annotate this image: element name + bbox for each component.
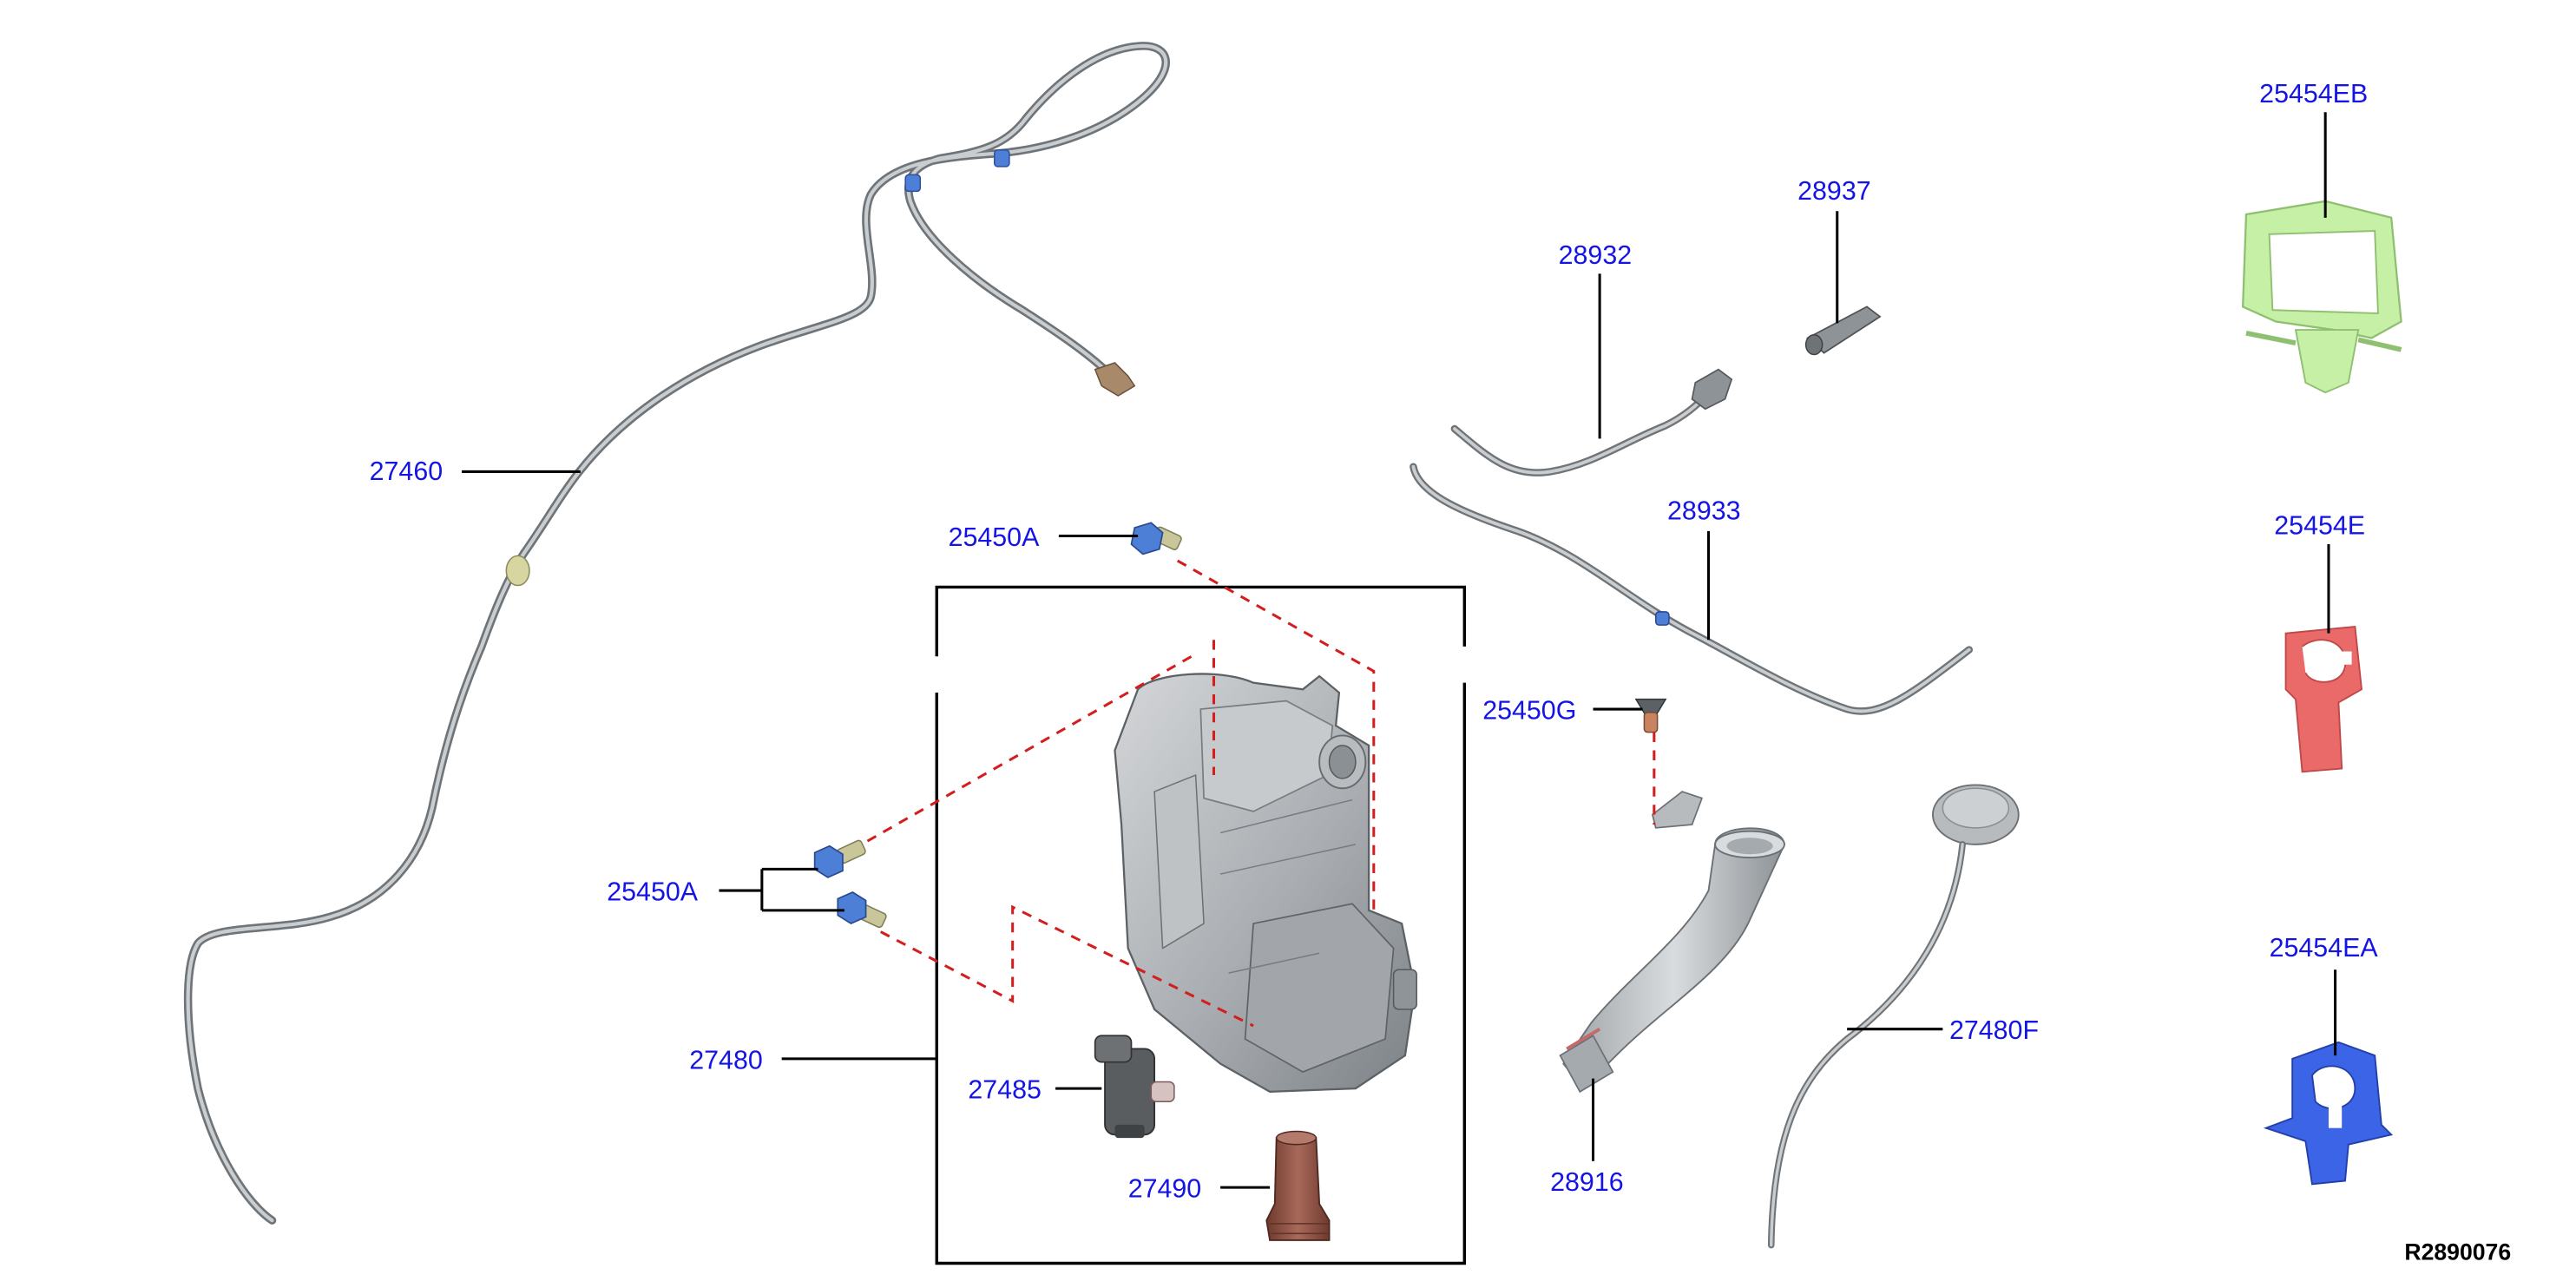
label-25450G: 25450G <box>1482 695 1576 725</box>
label-27480: 27480 <box>689 1045 763 1074</box>
label-28932: 28932 <box>1559 240 1633 270</box>
fastener-25450A-left-lower <box>837 891 887 929</box>
dashed-assembly-leaders <box>866 559 1656 1028</box>
label-28916: 28916 <box>1550 1167 1624 1197</box>
label-27480F: 27480F <box>1949 1015 2039 1045</box>
label-28937: 28937 <box>1797 176 1871 206</box>
label-27460: 27460 <box>370 457 444 486</box>
clip-25454E <box>2284 626 2362 773</box>
label-25450A-top: 25450A <box>949 522 1041 552</box>
cap-27490 <box>1265 1130 1331 1241</box>
label-27490: 27490 <box>1128 1173 1202 1203</box>
label-28933: 28933 <box>1667 496 1741 526</box>
diagram-reference-number: R2890076 <box>2404 1239 2511 1265</box>
washer-tank-27480 <box>1114 673 1417 1094</box>
label-25454EB: 25454EB <box>2259 79 2368 108</box>
fastener-25450A-top <box>1130 522 1182 555</box>
hose-clip-blue-2 <box>994 149 1010 168</box>
fastener-25450A-left-upper <box>813 839 866 878</box>
label-27485: 27485 <box>968 1074 1042 1104</box>
hose-clip-blue-1 <box>904 174 922 193</box>
fastener-25450G <box>1634 698 1667 733</box>
hose-end-connector <box>1094 362 1136 397</box>
tube-28933 <box>1410 463 1974 715</box>
label-25454EA: 25454EA <box>2270 933 2379 963</box>
hose-clip-yellow <box>505 555 530 587</box>
clip-25454EB <box>2242 200 2402 394</box>
filler-cap-27480F <box>1767 784 2020 1249</box>
part-number-labels: 27460 25450A 25450A 27480 27485 27490 28… <box>370 79 2512 1265</box>
clip-25454EA <box>2263 1041 2394 1186</box>
leader-lines <box>462 112 2337 1189</box>
filler-neck-28916 <box>1559 791 1785 1094</box>
washer-pump-27485 <box>1094 1035 1175 1139</box>
label-25450A-left: 25450A <box>607 877 699 906</box>
nozzle-28937 <box>1804 306 1882 356</box>
tube-28932 <box>1450 368 1733 476</box>
assembly-box-27480 <box>935 585 1467 1265</box>
label-25454E: 25454E <box>2274 511 2365 541</box>
washer-hose-27460 <box>183 42 1170 1225</box>
